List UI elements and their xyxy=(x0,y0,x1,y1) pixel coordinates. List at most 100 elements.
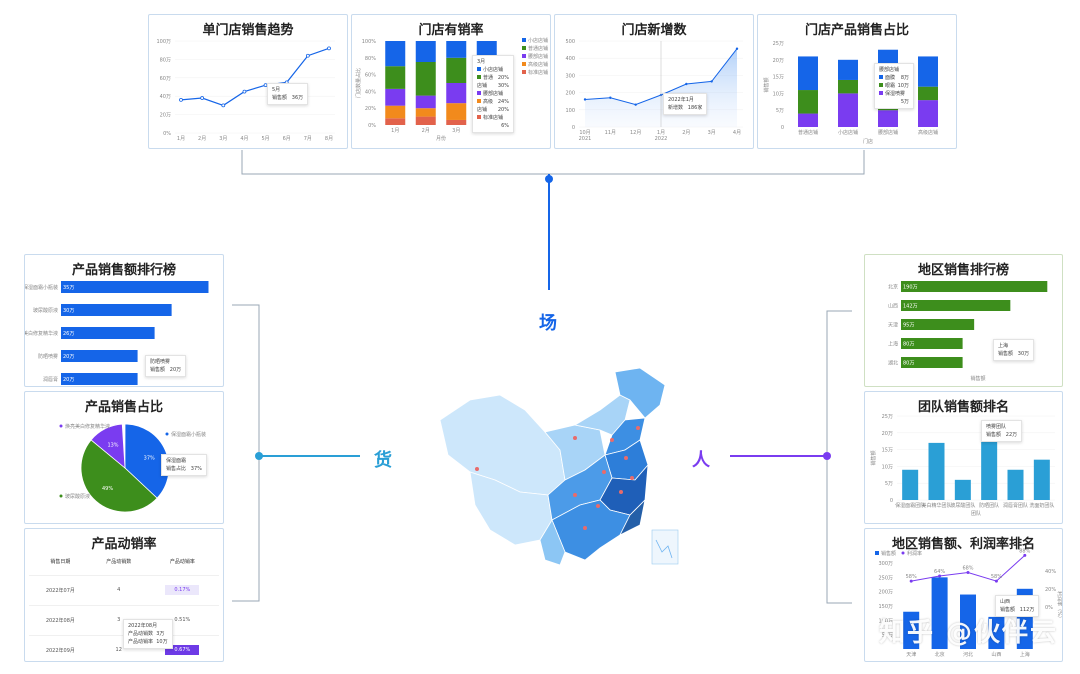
legend-swatch xyxy=(522,62,526,66)
rate-chart[interactable]: 100%80%60%40%20%0%门店数量占比1月2月3月4月月份小店店铺普通… xyxy=(352,15,551,149)
bar-segment xyxy=(838,59,858,80)
bar-segment xyxy=(838,79,858,94)
legend-swatch xyxy=(875,551,879,555)
tooltip-label: 眼霜 xyxy=(885,83,896,89)
data-point xyxy=(938,574,942,578)
data-point xyxy=(966,571,970,575)
data-point xyxy=(634,103,637,106)
y-tick-label: 300万 xyxy=(878,561,893,567)
bar xyxy=(902,469,919,500)
trend-line xyxy=(180,47,330,107)
tooltip-value: 10万 xyxy=(156,639,168,645)
y-tick-label: 15万 xyxy=(882,448,893,454)
col-rate: 产品动销率 xyxy=(169,559,195,566)
rate-pill: 0.51% xyxy=(174,617,191,623)
y-tick-label: 25万 xyxy=(882,414,893,420)
y-tick-label: 5万 xyxy=(776,108,784,114)
tooltip-label: 销售额 xyxy=(998,351,1014,357)
data-point xyxy=(179,97,183,102)
tooltip-line: 保湿面霜 xyxy=(166,458,187,464)
bar-value-label: 190万 xyxy=(903,285,918,291)
cell-date: 2022年09月 xyxy=(29,634,92,661)
card-title: 地区销售排行榜 xyxy=(917,263,1009,278)
point-label: 88% xyxy=(1019,548,1030,554)
tooltip-line: 5月 xyxy=(272,87,281,93)
table-header-row: 销售日期 产品动销数 产品动销率 xyxy=(29,549,219,575)
legend-label: 保湿面霜小瓶装 xyxy=(171,431,206,438)
bar-value-label: 20万 xyxy=(63,377,74,383)
tooltip-label: 销售额 xyxy=(986,432,1002,438)
store-share-chart[interactable]: 25万20万15万10万5万0销售额普通店铺小店店铺腰部店铺高级店铺门店 xyxy=(758,15,957,149)
legend-swatch xyxy=(522,46,526,50)
region-profit-tooltip: 山西 销售额 112万 xyxy=(995,595,1040,617)
legend-dot xyxy=(879,83,883,87)
col-count: 产品动销数 xyxy=(106,559,132,566)
y-tick-label: 40万 xyxy=(160,94,171,100)
tooltip-label: 新增数 xyxy=(668,105,684,111)
table-row[interactable]: 2022年08月 3 0.51% xyxy=(29,604,219,635)
cell-rate: 0.17% xyxy=(145,574,219,605)
watermark: 知乎 @伙伴云 xyxy=(878,618,1058,648)
x-tick-label: 润唇膏团队 xyxy=(1003,502,1028,509)
data-point xyxy=(710,80,713,83)
x-tick-label: 1月 xyxy=(391,128,399,134)
bar-segment xyxy=(446,119,467,125)
bar-segment xyxy=(415,95,436,109)
x-tick-sublabel: 2022 xyxy=(655,136,668,142)
x-tick-label: 1月 xyxy=(657,130,665,136)
bar-segment xyxy=(385,105,406,119)
x-axis-label: 月份 xyxy=(436,135,446,142)
category-label: 湖北 xyxy=(888,360,898,367)
tooltip-label: 销售额 xyxy=(1000,607,1016,613)
bar-value-label: 20万 xyxy=(63,354,74,360)
data-point xyxy=(305,53,310,58)
bar-value-label: 30万 xyxy=(63,308,74,314)
bar xyxy=(61,350,138,362)
tooltip-label: 标准店铺 xyxy=(483,115,504,121)
table-row[interactable]: 2022年07月 4 0.17% xyxy=(29,574,219,605)
tooltip-value: 37% xyxy=(190,466,202,472)
bar xyxy=(960,594,976,649)
cell-count: 4 xyxy=(91,574,146,605)
legend-label: 利润率 xyxy=(907,550,922,557)
y-right-tick-label: 0% xyxy=(1045,605,1053,611)
team-rank-chart[interactable]: 25万20万15万10万5万0销售额保湿面霜团队美白精华团队玻尿酸团队防晒团队润… xyxy=(865,392,1063,524)
pie-slice xyxy=(80,439,158,513)
card-store-rate: 门店有销率 100%80%60%40%20%0%门店数量占比1月2月3月4月月份… xyxy=(351,14,551,149)
x-tick-label: 1月 xyxy=(177,136,185,142)
category-label: 山西 xyxy=(888,303,898,310)
x-tick-label: 3月 xyxy=(452,128,460,134)
y-tick-label: 200 xyxy=(565,91,575,97)
data-point xyxy=(909,579,913,583)
tooltip-value: 20% xyxy=(497,75,509,81)
card-title: 团队销售额排名 xyxy=(917,400,1009,415)
tooltip-label: 小店店铺 xyxy=(483,67,504,73)
x-tick-label: 2月 xyxy=(198,136,206,142)
legend-label: 标准店铺 xyxy=(528,69,548,76)
tooltip-value: 20万 xyxy=(169,367,182,373)
bar xyxy=(1007,469,1024,500)
bar-value-label: 142万 xyxy=(903,304,918,310)
legend-label: 高级店铺 xyxy=(528,61,548,68)
tooltip-label: 面膜 xyxy=(885,75,896,81)
region-profit-chart[interactable]: 销售额利润率300万250万200万150万100万50万40%20%0%利润率… xyxy=(865,529,1063,662)
bar-segment xyxy=(385,41,406,67)
category-label: 上海 xyxy=(888,341,898,348)
data-point xyxy=(1023,553,1027,557)
cell-date: 2022年07月 xyxy=(29,574,92,605)
tooltip-value: 24% xyxy=(497,99,509,105)
card-title: 地区销售额、利润率排名 xyxy=(891,537,1035,552)
y-tick-label: 400 xyxy=(565,56,575,62)
